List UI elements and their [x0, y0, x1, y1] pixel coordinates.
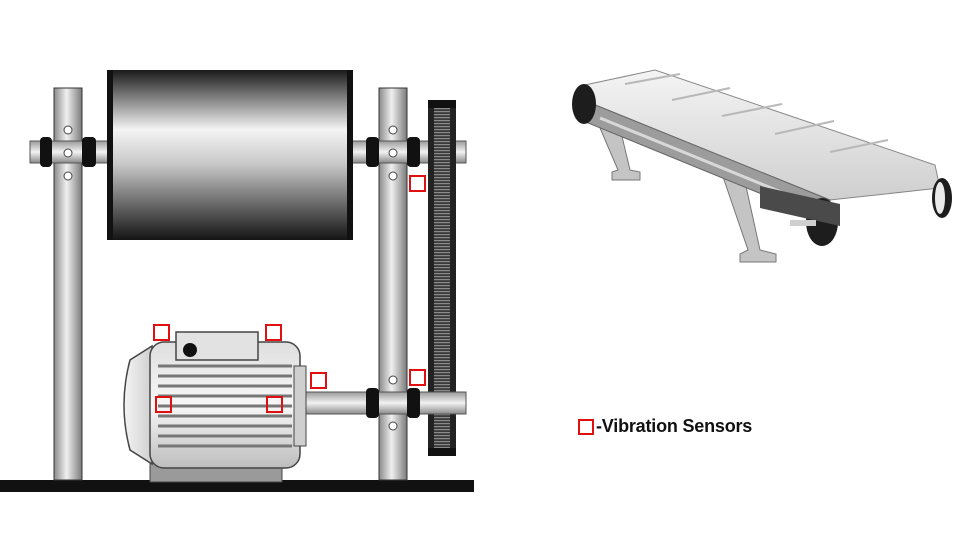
- electric-motor: [123, 331, 307, 483]
- drum: [110, 70, 350, 240]
- sensor-legend-icon: [578, 418, 594, 435]
- motor-shaft: [299, 391, 467, 415]
- base-plate: [0, 480, 474, 492]
- sensor-marker: [409, 369, 426, 386]
- bearing-right-bottom: [366, 388, 379, 418]
- belt-conveyor-image: [572, 69, 952, 263]
- bearing-left-top: [40, 137, 52, 167]
- drum-assembly: [0, 70, 474, 492]
- sensor-marker: [265, 324, 282, 341]
- sensor-marker: [310, 372, 327, 389]
- drive-belt: [428, 100, 456, 456]
- terminal-bolt: [183, 343, 197, 357]
- sensor-marker: [155, 396, 172, 413]
- sensor-legend: -Vibration Sensors: [578, 416, 752, 437]
- bearing-right-top: [366, 137, 379, 167]
- sensor-legend-label: -Vibration Sensors: [596, 416, 753, 436]
- sensor-marker: [266, 396, 283, 413]
- sensor-marker: [153, 324, 170, 341]
- vibration-sensors: [153, 175, 426, 413]
- sensor-marker: [409, 175, 426, 192]
